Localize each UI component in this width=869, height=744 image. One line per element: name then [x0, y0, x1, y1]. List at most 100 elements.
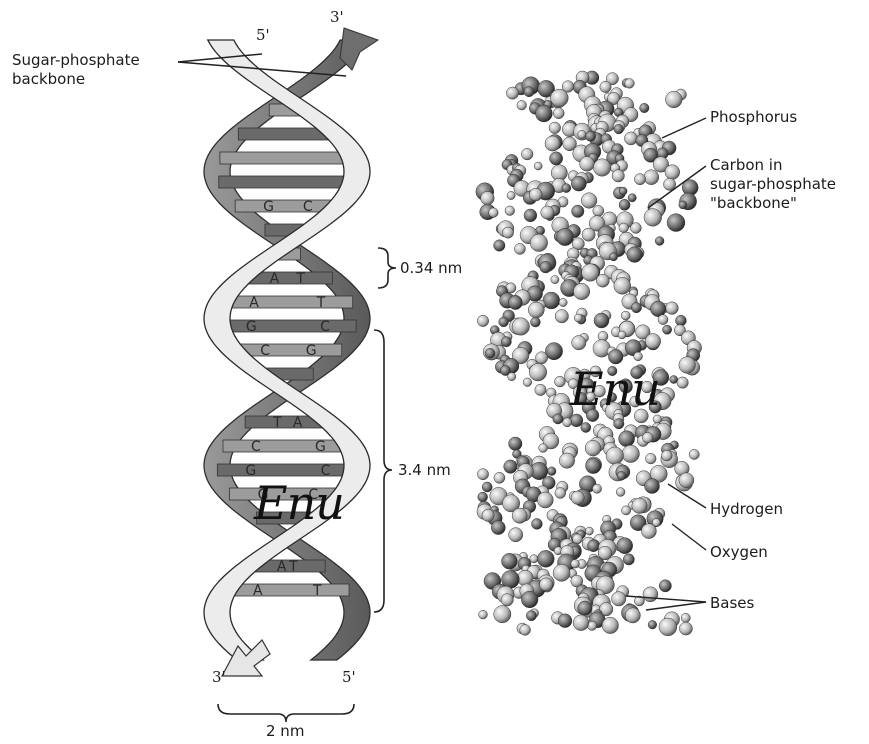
atom	[581, 423, 591, 433]
atom	[545, 136, 560, 151]
atom	[551, 276, 559, 284]
atom	[478, 492, 488, 502]
hydrogen-label: Hydrogen	[710, 500, 783, 519]
atom	[509, 528, 523, 542]
atom	[617, 538, 633, 554]
atom	[562, 184, 571, 193]
atom	[650, 301, 666, 317]
top-right-arrowhead	[340, 28, 378, 70]
atom	[578, 130, 586, 138]
atom	[612, 170, 624, 182]
atom	[627, 247, 643, 263]
atom	[551, 89, 569, 107]
atom	[588, 540, 600, 552]
atom	[549, 122, 561, 134]
atom	[512, 508, 527, 523]
atom	[663, 325, 672, 334]
base-pair-rung	[218, 320, 356, 332]
atom	[494, 606, 511, 623]
oxygen-leader-line	[672, 524, 706, 550]
atom	[585, 527, 593, 535]
atom	[571, 176, 586, 191]
atom	[477, 469, 488, 480]
atom	[581, 193, 597, 209]
atom	[501, 337, 511, 347]
base-letter: A	[249, 295, 259, 311]
atom	[625, 608, 640, 623]
atom	[541, 206, 554, 219]
atom	[555, 310, 568, 323]
atom	[574, 314, 582, 322]
atom	[502, 227, 513, 238]
atom	[596, 274, 609, 287]
bases-label: Bases	[710, 594, 754, 613]
atom	[553, 564, 570, 581]
atom	[609, 253, 617, 261]
space-filling-model	[476, 71, 702, 636]
atom	[558, 614, 572, 628]
atom	[477, 315, 488, 326]
atom	[571, 560, 580, 569]
atom	[644, 170, 659, 185]
atom	[622, 506, 631, 515]
atom	[631, 223, 642, 234]
base-pair-rung	[219, 176, 355, 188]
rise-brace	[378, 248, 396, 288]
atom	[665, 165, 680, 180]
atom	[535, 384, 546, 395]
atom	[573, 615, 589, 631]
atom	[619, 431, 635, 447]
atom	[509, 437, 522, 450]
pitch-brace	[374, 330, 392, 612]
atom	[586, 131, 596, 141]
base-letter: C	[303, 199, 313, 215]
atom	[534, 162, 542, 170]
atom	[502, 553, 518, 569]
atom	[677, 377, 688, 388]
atom	[622, 445, 639, 462]
atom	[644, 209, 662, 227]
base-letter: T	[288, 559, 298, 575]
atom	[606, 447, 623, 464]
atom	[586, 458, 602, 474]
base-letter: T	[272, 415, 282, 431]
strand-end-bottom-right: 5'	[342, 668, 356, 686]
carbon-label: Carbon in sugar-phosphate "backbone"	[710, 156, 836, 213]
atom	[614, 124, 624, 134]
base-pair-rung	[225, 584, 349, 596]
atom	[524, 87, 534, 97]
atom	[658, 315, 668, 325]
backbone-label: Sugar-phosphate backbone	[12, 51, 140, 89]
base-letter: T	[295, 271, 305, 287]
atom	[670, 376, 678, 384]
atom	[679, 201, 687, 209]
atom	[563, 418, 572, 427]
atom	[619, 223, 629, 233]
phosphorus-label: Phosphorus	[710, 108, 797, 127]
atom	[676, 315, 687, 326]
phosphorus-leader-line	[662, 118, 706, 138]
pitch-measurement: 3.4 nm	[398, 461, 451, 480]
bases-leader-line-2	[646, 602, 706, 610]
atom	[491, 521, 505, 535]
atom	[624, 132, 637, 145]
atom	[593, 159, 610, 176]
atom	[679, 622, 692, 635]
atom	[499, 317, 509, 327]
atom	[528, 302, 544, 318]
atom	[593, 205, 604, 216]
atom	[501, 594, 513, 606]
width-measurement: 2 nm	[266, 722, 304, 741]
atom	[616, 488, 625, 497]
atom	[594, 313, 609, 328]
width-brace	[218, 704, 354, 722]
atom	[540, 578, 553, 591]
base-pair-rung	[223, 440, 351, 452]
base-letter: G	[263, 199, 274, 215]
atom	[523, 378, 532, 387]
rise-measurement: 0.34 nm	[400, 259, 462, 278]
atom	[537, 492, 553, 508]
atom	[661, 450, 672, 461]
atom	[482, 509, 494, 521]
atom	[666, 302, 679, 315]
